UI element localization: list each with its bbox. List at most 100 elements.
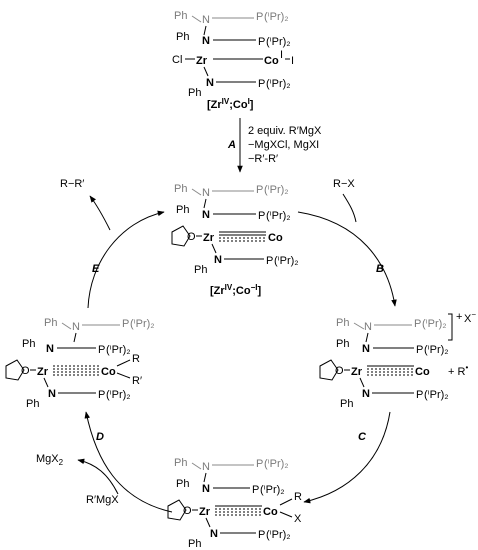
atom-n: N — [362, 343, 370, 355]
atom-p: P — [98, 344, 105, 356]
atom-ph: Ph — [174, 457, 187, 469]
radical-byproduct: + R• — [448, 363, 468, 378]
step-d-arrow — [84, 411, 173, 513]
atom-ipr2: (ⁱPr)₂ — [130, 318, 155, 330]
thf-ring — [171, 225, 191, 247]
step-e-label: E — [92, 263, 100, 275]
atom-r: R — [294, 491, 302, 503]
atom-ipr2: (ⁱPr)₂ — [422, 318, 447, 330]
atom-p: P — [252, 484, 259, 496]
atom-ph: Ph — [194, 264, 207, 276]
atom-o: O — [335, 365, 344, 377]
atom-zr: Zr — [203, 232, 215, 244]
atom-co: Co — [263, 506, 278, 518]
step-a-byproduct-1: −MgXCl, MgXI — [248, 139, 319, 151]
atom-zr: Zr — [196, 55, 208, 67]
step-a-reagent: 2 equiv. R′MgX — [248, 125, 322, 137]
atom-p: P — [258, 529, 265, 541]
cation-charge: + — [456, 311, 462, 323]
atom-ipr2: (ⁱPr)₂ — [266, 36, 291, 48]
atom-r: R — [132, 353, 140, 365]
atom-p: P — [256, 184, 263, 196]
atom-ph: Ph — [22, 338, 35, 350]
atom-n: N — [202, 14, 210, 26]
atom-n: N — [48, 388, 56, 400]
charge-bracket — [448, 313, 453, 341]
step-a-label: A — [227, 139, 236, 151]
atom-n: N — [214, 254, 222, 266]
complex-alkyl-halide-after-c: Ph N P (ⁱPr)₂ Ph N P (ⁱPr)₂ O Zr Co R X … — [167, 457, 302, 550]
atom-zr: Zr — [37, 366, 49, 378]
complex-cationic-after-b: Ph N P (ⁱPr)₂ + X− Ph N P (ⁱPr)₂ O Zr Co… — [319, 310, 476, 410]
step-b: R−X B — [297, 178, 397, 307]
atom-n: N — [364, 321, 372, 333]
atom-r-prime: R′ — [132, 375, 142, 387]
atom-ph: Ph — [44, 317, 57, 329]
atom-n: N — [202, 209, 210, 221]
atom-ipr2: (ⁱPr)₂ — [260, 484, 285, 496]
atom-x: X — [294, 513, 302, 525]
atom-ipr2: (ⁱPr)₂ — [106, 389, 131, 401]
atom-ipr2: (ⁱPr)₂ — [266, 210, 291, 222]
complex-label-top: [ZrIV;CoI] — [207, 97, 254, 111]
atom-n: N — [202, 35, 210, 47]
atom-ph: Ph — [340, 398, 353, 410]
atom-o: O — [187, 231, 196, 243]
atom-co: Co — [415, 366, 430, 378]
atom-p: P — [122, 318, 129, 330]
atom-ph: Ph — [176, 31, 189, 43]
step-c-arrow — [303, 411, 391, 504]
atom-p: P — [266, 255, 273, 267]
step-d-byproduct-arrow — [77, 458, 119, 495]
atom-n: N — [46, 343, 54, 355]
thf-ring — [319, 359, 339, 381]
atom-cl: Cl — [172, 54, 182, 66]
atom-ipr2: (ⁱPr)₂ — [266, 78, 291, 90]
atom-ph: Ph — [176, 204, 189, 216]
atom-n: N — [206, 77, 214, 89]
atom-p: P — [416, 389, 423, 401]
step-b-reagent-arrow — [342, 193, 357, 223]
co-oxidation-state: I — [280, 49, 283, 61]
atom-p: P — [256, 11, 263, 23]
step-e-product-arrow — [89, 195, 111, 231]
step-d-byproduct: MgX2 — [36, 453, 64, 467]
atom-ph: Ph — [174, 10, 187, 22]
atom-o: O — [21, 365, 30, 377]
counter-anion: X− — [464, 310, 476, 325]
atom-o: O — [183, 505, 192, 517]
step-c-label: C — [358, 431, 367, 443]
step-a-byproduct-2: −R′-R′ — [248, 153, 278, 165]
atom-n: N — [210, 528, 218, 540]
atom-n: N — [202, 483, 210, 495]
atom-ipr2: (ⁱPr)₂ — [106, 344, 131, 356]
atom-zr: Zr — [199, 506, 211, 518]
atom-ph: Ph — [176, 478, 189, 490]
atom-p: P — [414, 318, 421, 330]
atom-n: N — [72, 321, 80, 333]
step-e: R−R′ E — [60, 178, 165, 309]
step-b-label: B — [376, 263, 384, 275]
atom-zr: Zr — [351, 366, 363, 378]
atom-ph: Ph — [188, 538, 201, 550]
thf-ring — [5, 359, 25, 381]
atom-p: P — [256, 458, 263, 470]
atom-p: P — [98, 389, 105, 401]
complex-zr-iv-co-minus-i: Ph N P (ⁱPr)₂ Ph N P (ⁱPr)₂ O Zr Co N P … — [171, 183, 299, 297]
complex-dialkyl-before-e: Ph N P (ⁱPr)₂ Ph N P (ⁱPr)₂ O Zr Co R R′… — [5, 317, 155, 410]
atom-ipr2: (ⁱPr)₂ — [264, 458, 289, 470]
step-d: R′MgX MgX2 D — [36, 411, 173, 513]
atom-n: N — [362, 388, 370, 400]
atom-i: I — [291, 55, 294, 67]
thf-ring — [167, 499, 187, 521]
atom-p: P — [258, 78, 265, 90]
atom-ipr2: (ⁱPr)₂ — [266, 529, 291, 541]
atom-n: N — [202, 461, 210, 473]
complex-label-center: [ZrIV;Co−I] — [210, 283, 261, 297]
atom-ipr2: (ⁱPr)₂ — [424, 389, 449, 401]
atom-co: Co — [268, 232, 283, 244]
step-b-reagent: R−X — [333, 178, 355, 190]
step-e-arrow — [87, 210, 165, 309]
atom-ph: Ph — [188, 87, 201, 99]
